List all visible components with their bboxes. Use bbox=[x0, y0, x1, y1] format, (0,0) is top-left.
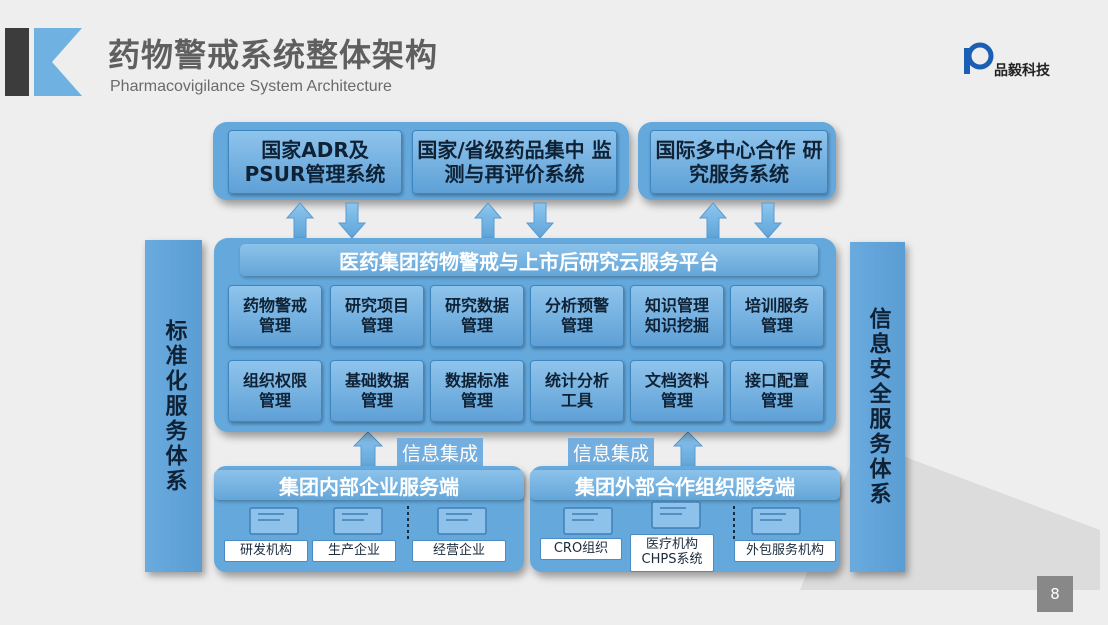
module-project-management: 研究项目 管理 bbox=[330, 285, 424, 347]
computer-icon bbox=[437, 507, 487, 535]
computer-icon bbox=[333, 507, 383, 535]
computer-icon bbox=[563, 507, 613, 535]
module-warning-management: 分析预警 管理 bbox=[530, 285, 624, 347]
computer-icon bbox=[751, 507, 801, 535]
arrow-up-icon bbox=[672, 431, 704, 469]
brand-logo-icon bbox=[964, 42, 994, 74]
module-statistics-tools: 统计分析 工具 bbox=[530, 360, 624, 422]
org-cro: CRO组织 bbox=[540, 538, 622, 560]
platform-title: 医药集团药物警戒与上市后研究云服务平台 bbox=[240, 244, 818, 276]
module-data-management: 研究数据 管理 bbox=[430, 285, 524, 347]
org-outsourcing: 外包服务机构 bbox=[734, 540, 836, 562]
arrow-up-icon bbox=[352, 431, 384, 469]
standardization-service-pillar: 标准化服务体系 bbox=[145, 240, 202, 572]
international-research-system: 国际多中心合作 研究服务系统 bbox=[650, 130, 828, 194]
arrow-up-icon bbox=[473, 202, 503, 239]
integration-label-external: 信息集成 bbox=[568, 438, 655, 467]
page-title: 药物警戒系统整体架构 bbox=[108, 36, 439, 74]
module-data-standard-management: 数据标准 管理 bbox=[430, 360, 524, 422]
module-permission-management: 组织权限 管理 bbox=[228, 360, 322, 422]
k-logo-icon bbox=[5, 28, 82, 96]
module-interface-config: 接口配置 管理 bbox=[730, 360, 824, 422]
module-pv-management: 药物警戒 管理 bbox=[228, 285, 322, 347]
org-distribution: 经营企业 bbox=[412, 540, 506, 562]
external-service-title: 集团外部合作组织服务端 bbox=[530, 470, 840, 500]
arrow-up-icon bbox=[698, 202, 728, 239]
arrow-up-icon bbox=[285, 202, 315, 239]
page-subtitle: Pharmacovigilance System Architecture bbox=[110, 78, 392, 95]
security-service-pillar: 信息安全服务体系 bbox=[850, 242, 905, 572]
computer-icon bbox=[249, 507, 299, 535]
internal-service-title: 集团内部企业服务端 bbox=[214, 470, 524, 500]
provincial-monitoring-system: 国家/省级药品集中 监测与再评价系统 bbox=[412, 130, 617, 194]
terminal-icons bbox=[249, 501, 801, 540]
module-training-management: 培训服务 管理 bbox=[730, 285, 824, 347]
integration-label-internal: 信息集成 bbox=[397, 438, 484, 467]
computer-icon bbox=[651, 501, 701, 529]
arrow-down-icon bbox=[753, 202, 783, 239]
page-number: 8 bbox=[1037, 576, 1073, 612]
module-knowledge-management: 知识管理 知识挖掘 bbox=[630, 285, 724, 347]
arrow-down-icon bbox=[525, 202, 555, 239]
org-medical-chps: 医疗机构 CHPS系统 bbox=[630, 534, 714, 572]
org-production: 生产企业 bbox=[312, 540, 396, 562]
brand-name: 品毅科技 bbox=[994, 63, 1050, 79]
standardization-label: 标准化服务体系 bbox=[161, 318, 187, 494]
national-adr-system: 国家ADR及 PSUR管理系统 bbox=[228, 130, 402, 194]
org-rd: 研发机构 bbox=[224, 540, 308, 562]
security-label: 信息安全服务体系 bbox=[865, 307, 891, 507]
module-document-management: 文档资料 管理 bbox=[630, 360, 724, 422]
arrow-down-icon bbox=[337, 202, 367, 239]
module-basic-data-management: 基础数据 管理 bbox=[330, 360, 424, 422]
